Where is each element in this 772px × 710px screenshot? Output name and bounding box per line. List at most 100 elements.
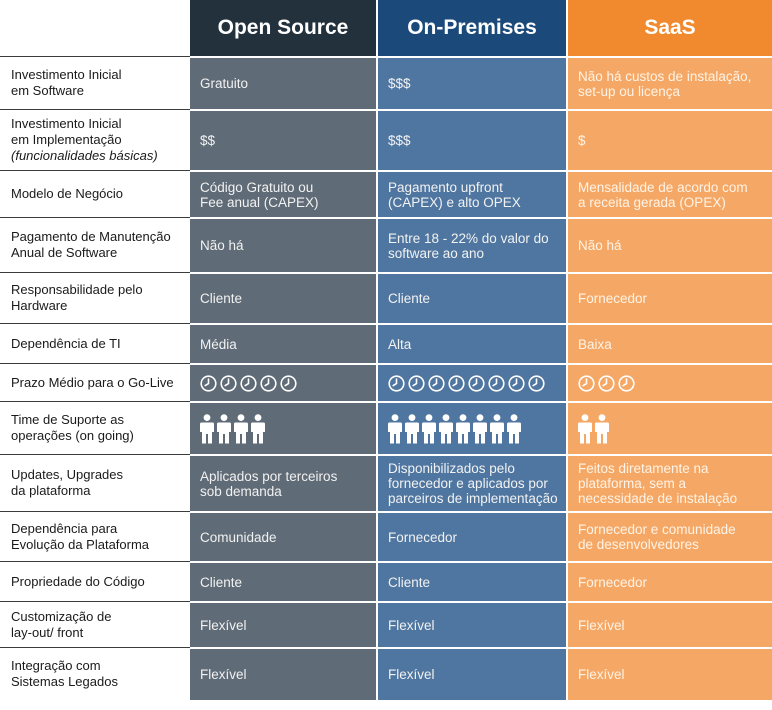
cell-text: Comunidade <box>200 529 277 545</box>
cell-text: Não há <box>578 238 622 253</box>
row-label-line: Updates, Upgrades <box>11 467 124 482</box>
row-label-line: Dependência de TI <box>11 335 121 351</box>
cell-text: Média <box>200 336 237 352</box>
row-label: Prazo Médio para o Go-Live <box>0 363 190 401</box>
row-label-line: da plataforma <box>11 483 91 498</box>
person-icon-group <box>388 413 562 444</box>
person-icon <box>578 413 592 443</box>
cell-text: Fornecedor <box>388 529 458 545</box>
person-icon <box>251 413 265 443</box>
cell-saas: Fornecedor <box>568 561 772 601</box>
cell-text: (CAPEX) e alto OPEX <box>388 194 521 210</box>
clock-icon <box>618 374 635 392</box>
person-icon <box>456 413 470 443</box>
cell-text: parceiros de implementação <box>388 491 558 506</box>
clock-icon <box>280 374 297 392</box>
cell-text: Cliente <box>388 574 431 590</box>
cell-text: Flexível <box>388 667 435 682</box>
cell-saas: Flexível <box>568 647 772 700</box>
cell-text: sob demanda <box>200 483 282 499</box>
cell-text: $$$ <box>388 133 411 148</box>
clock-icon <box>240 374 257 392</box>
cell-open-source: Média <box>190 323 378 363</box>
cell-saas: Fornecedor <box>568 272 772 323</box>
person-icon <box>234 413 248 443</box>
row-label-line: em Implementação <box>11 132 122 147</box>
row-label-line: Dependência para <box>11 520 118 536</box>
row-label-line: Integração com <box>11 658 101 673</box>
clock-icon-group <box>388 374 562 392</box>
cell-on-premises: Cliente <box>378 561 568 601</box>
row-label-line: operações (on going) <box>11 428 134 443</box>
cell-text: software ao ano <box>388 245 485 261</box>
row-label-line: Modelo de Negócio <box>11 186 124 201</box>
cell-text: Baixa <box>578 336 612 352</box>
row-label-line: Investimento Inicial <box>11 116 122 131</box>
cell-open-source <box>190 401 378 454</box>
cell-text: a receita gerada (OPEX) <box>578 194 726 210</box>
cell-open-source <box>190 363 378 401</box>
clock-icon <box>388 374 405 392</box>
row-label-line: Prazo Médio para o Go-Live <box>11 374 174 390</box>
clock-icon <box>468 374 485 392</box>
cell-saas: Não há <box>568 217 772 272</box>
clock-icon <box>488 374 505 392</box>
cell-on-premises: $$$ <box>378 109 568 170</box>
row-label-note: (funcionalidades básicas) <box>11 148 158 163</box>
clock-icon <box>200 374 217 392</box>
cell-on-premises <box>378 363 568 401</box>
clock-icon <box>508 374 525 392</box>
person-icon <box>388 413 402 443</box>
cell-text: Flexível <box>200 617 247 633</box>
cell-text: Fornecedor <box>578 291 648 306</box>
cell-saas: Flexível <box>568 601 772 647</box>
cell-on-premises: Cliente <box>378 272 568 323</box>
cell-text: de desenvolvedores <box>578 537 699 552</box>
cell-text: Aplicados por terceiros <box>200 468 338 484</box>
cell-open-source: Cliente <box>190 272 378 323</box>
cell-saas: $ <box>568 109 772 170</box>
cell-text: Flexível <box>200 667 247 682</box>
row-label-line: Sistemas Legados <box>11 674 118 689</box>
cell-open-source: Gratuito <box>190 56 378 109</box>
row-label-line: Evolução da Plataforma <box>11 536 150 552</box>
clock-icon <box>260 374 277 392</box>
row-label-line: Time de Suporte as <box>11 412 124 427</box>
cell-text: Cliente <box>388 291 431 306</box>
header-corner <box>0 0 190 56</box>
person-icon <box>200 413 214 443</box>
cell-text: Cliente <box>200 574 243 590</box>
cell-on-premises: Flexível <box>378 601 568 647</box>
row-label-line: lay-out/ front <box>11 624 84 640</box>
person-icon <box>217 413 231 443</box>
clock-icon-group <box>200 374 372 392</box>
clock-icon <box>220 374 237 392</box>
cell-text: necessidade de instalação <box>578 491 738 506</box>
column-header-on-premises: On-Premises <box>378 0 568 56</box>
cell-on-premises: Alta <box>378 323 568 363</box>
row-label-line: Pagamento de Manutenção <box>11 229 171 244</box>
cell-saas: Baixa <box>568 323 772 363</box>
person-icon <box>439 413 453 443</box>
row-label: Dependência de TI <box>0 323 190 363</box>
cell-text: Cliente <box>200 291 243 306</box>
person-icon <box>405 413 419 443</box>
cell-text: Fornecedor e comunidade <box>578 522 736 537</box>
person-icon-group <box>200 413 372 444</box>
cell-open-source: Flexível <box>190 647 378 700</box>
clock-icon <box>598 374 615 392</box>
cell-text: Fee anual (CAPEX) <box>200 194 319 210</box>
cell-saas: Não há custos de instalação,set-up ou li… <box>568 56 772 109</box>
row-label-line: em Software <box>11 83 84 98</box>
